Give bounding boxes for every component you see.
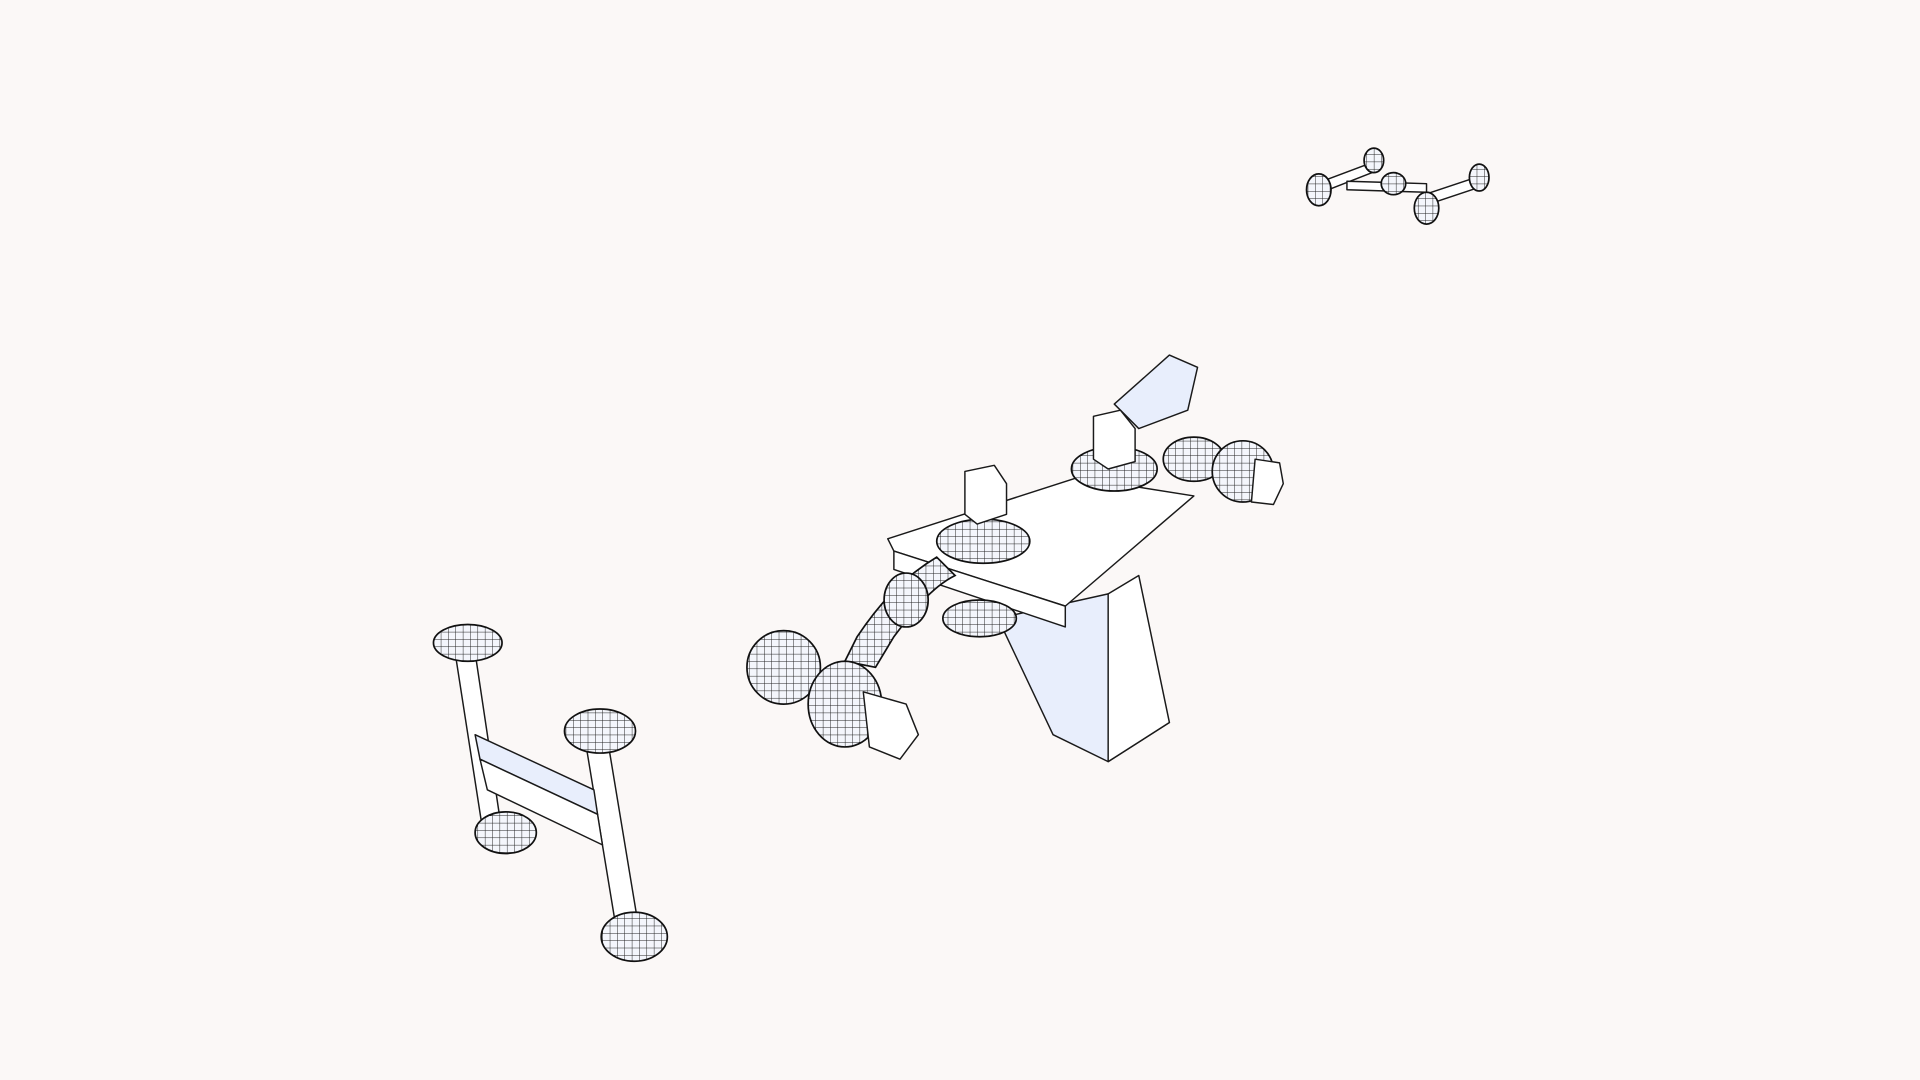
small-link-part[interactable] [1305, 147, 1490, 225]
h-bracket-part[interactable] [432, 623, 669, 963]
clamp-assembly[interactable] [746, 354, 1284, 763]
